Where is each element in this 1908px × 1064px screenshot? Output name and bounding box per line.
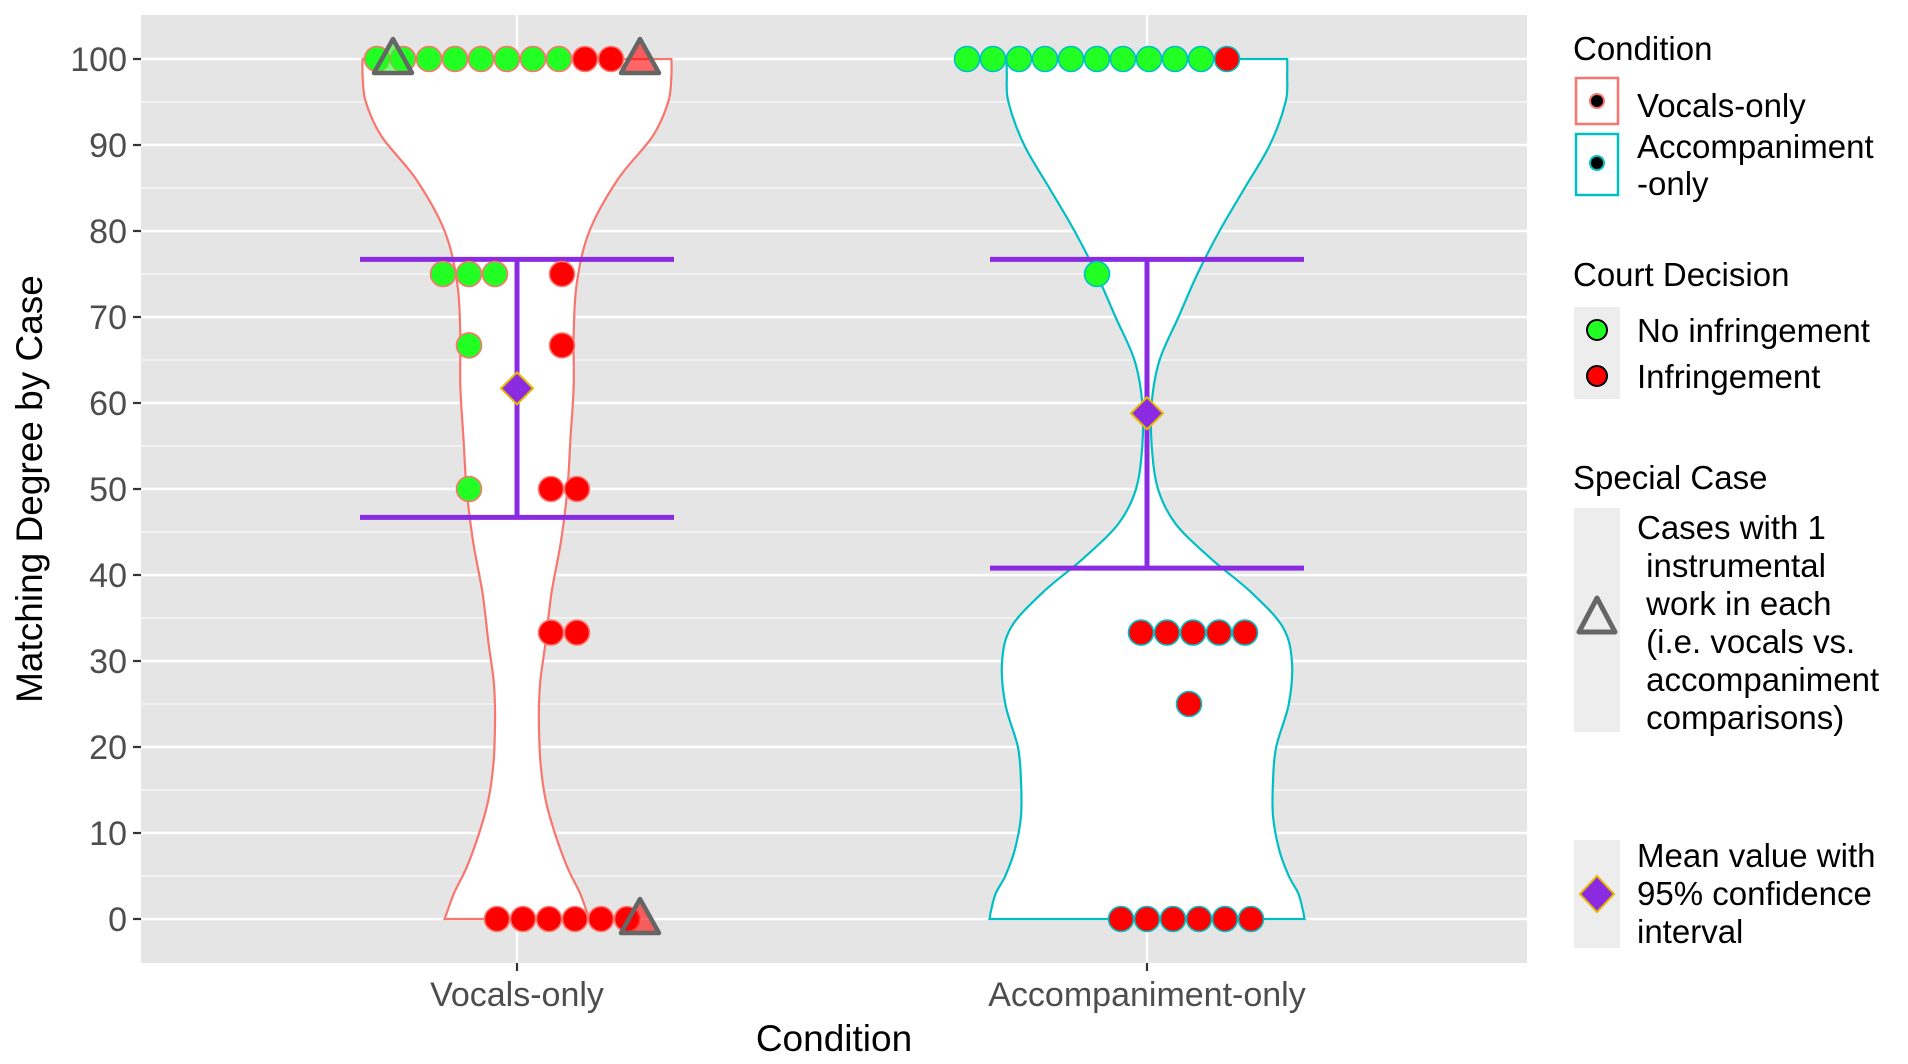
case-point <box>1031 45 1059 73</box>
case-point <box>1205 619 1233 646</box>
y-tick-label: 30 <box>89 643 127 681</box>
mean-markers <box>499 370 1165 431</box>
legend-title-condition: Condition <box>1573 30 1712 67</box>
case-point <box>545 45 573 73</box>
y-tick-label: 90 <box>89 127 127 165</box>
case-point <box>563 619 591 646</box>
case-point <box>597 45 625 73</box>
case-point <box>1083 45 1111 73</box>
legend-key-mean-diamond <box>1578 874 1616 914</box>
y-tick-label: 80 <box>89 213 127 251</box>
legend-label-vocals: Vocals-only <box>1637 87 1806 124</box>
case-point <box>953 45 981 73</box>
mean-marker <box>1129 395 1165 431</box>
case-point <box>563 475 591 503</box>
case-point <box>1231 619 1259 646</box>
case-point <box>1153 619 1181 646</box>
case-point <box>537 475 565 503</box>
case-point <box>548 260 576 288</box>
legend-title-court-decision: Court Decision <box>1573 256 1789 293</box>
case-point <box>441 45 469 73</box>
x-axis-ticks: Vocals-only Accompaniment-only <box>430 963 1306 1014</box>
case-point <box>979 45 1007 73</box>
legend-key-infringement <box>1586 365 1608 387</box>
legend-title-special-case: Special Case <box>1573 459 1767 496</box>
case-point <box>1237 905 1265 933</box>
case-point <box>1057 45 1085 73</box>
case-point <box>429 260 457 288</box>
case-point <box>455 260 483 288</box>
case-point <box>1175 690 1203 718</box>
case-point <box>571 45 599 73</box>
case-point <box>1187 45 1215 73</box>
case-point <box>1135 45 1163 73</box>
case-point <box>1005 45 1033 73</box>
case-point <box>587 905 615 933</box>
legend-label-no-infringement: No infringement <box>1637 312 1870 349</box>
special-case-markers <box>371 36 662 936</box>
x-tick-label: Accompaniment-only <box>988 976 1305 1014</box>
special-case-triangle <box>618 36 662 76</box>
case-point <box>535 905 563 933</box>
case-point <box>1107 905 1135 933</box>
case-point <box>493 45 521 73</box>
case-point <box>467 45 495 73</box>
y-axis-title: Matching Degree by Case <box>9 275 50 703</box>
y-tick-label: 70 <box>89 299 127 337</box>
case-point <box>1179 619 1207 646</box>
x-axis-title: Condition <box>756 1018 912 1059</box>
case-point <box>483 905 511 933</box>
special-case-triangle <box>618 896 662 936</box>
mean-marker <box>499 370 535 406</box>
case-point <box>455 332 483 359</box>
x-tick-label: Vocals-only <box>430 976 604 1014</box>
case-point <box>537 619 565 646</box>
case-point <box>1127 619 1155 646</box>
case-point <box>1213 45 1241 73</box>
y-tick-label: 60 <box>89 385 127 423</box>
y-tick-label: 10 <box>89 815 127 853</box>
legend-key-bg-special-case <box>1574 508 1620 732</box>
legend-key-special-case-triangle <box>1576 595 1618 635</box>
legend-key-vocals-dot <box>1589 93 1605 109</box>
y-tick-label: 100 <box>70 41 127 79</box>
case-points <box>363 45 1265 933</box>
case-point <box>519 45 547 73</box>
legend-key-no-infringement <box>1586 319 1608 341</box>
case-point <box>1109 45 1137 73</box>
case-point <box>548 332 576 359</box>
y-tick-label: 40 <box>89 557 127 595</box>
y-tick-label: 0 <box>108 901 127 939</box>
case-point <box>1133 905 1161 933</box>
case-point <box>455 475 483 503</box>
case-point <box>1185 905 1213 933</box>
case-point <box>1211 905 1239 933</box>
case-point <box>1161 45 1189 73</box>
legend-key-accompaniment-dot <box>1589 155 1605 171</box>
special-case-triangle <box>371 36 415 76</box>
y-axis-ticks: 0 10 20 30 40 50 60 70 80 90 100 <box>70 41 141 939</box>
y-tick-label: 20 <box>89 729 127 767</box>
legend-label-accompaniment: Accompaniment-only <box>1637 128 1874 202</box>
case-point <box>561 905 589 933</box>
case-point <box>509 905 537 933</box>
case-point <box>415 45 443 73</box>
case-point <box>481 260 509 288</box>
legend: Condition Vocals-only Accompaniment-only… <box>1573 30 1879 950</box>
case-point <box>1083 260 1111 288</box>
y-tick-label: 50 <box>89 471 127 509</box>
legend-label-infringement: Infringement <box>1637 358 1820 395</box>
minor-gridlines <box>141 101 1527 877</box>
case-point <box>1159 905 1187 933</box>
legend-label-special-case: Cases with 1 instrumental work in each (… <box>1637 509 1879 736</box>
